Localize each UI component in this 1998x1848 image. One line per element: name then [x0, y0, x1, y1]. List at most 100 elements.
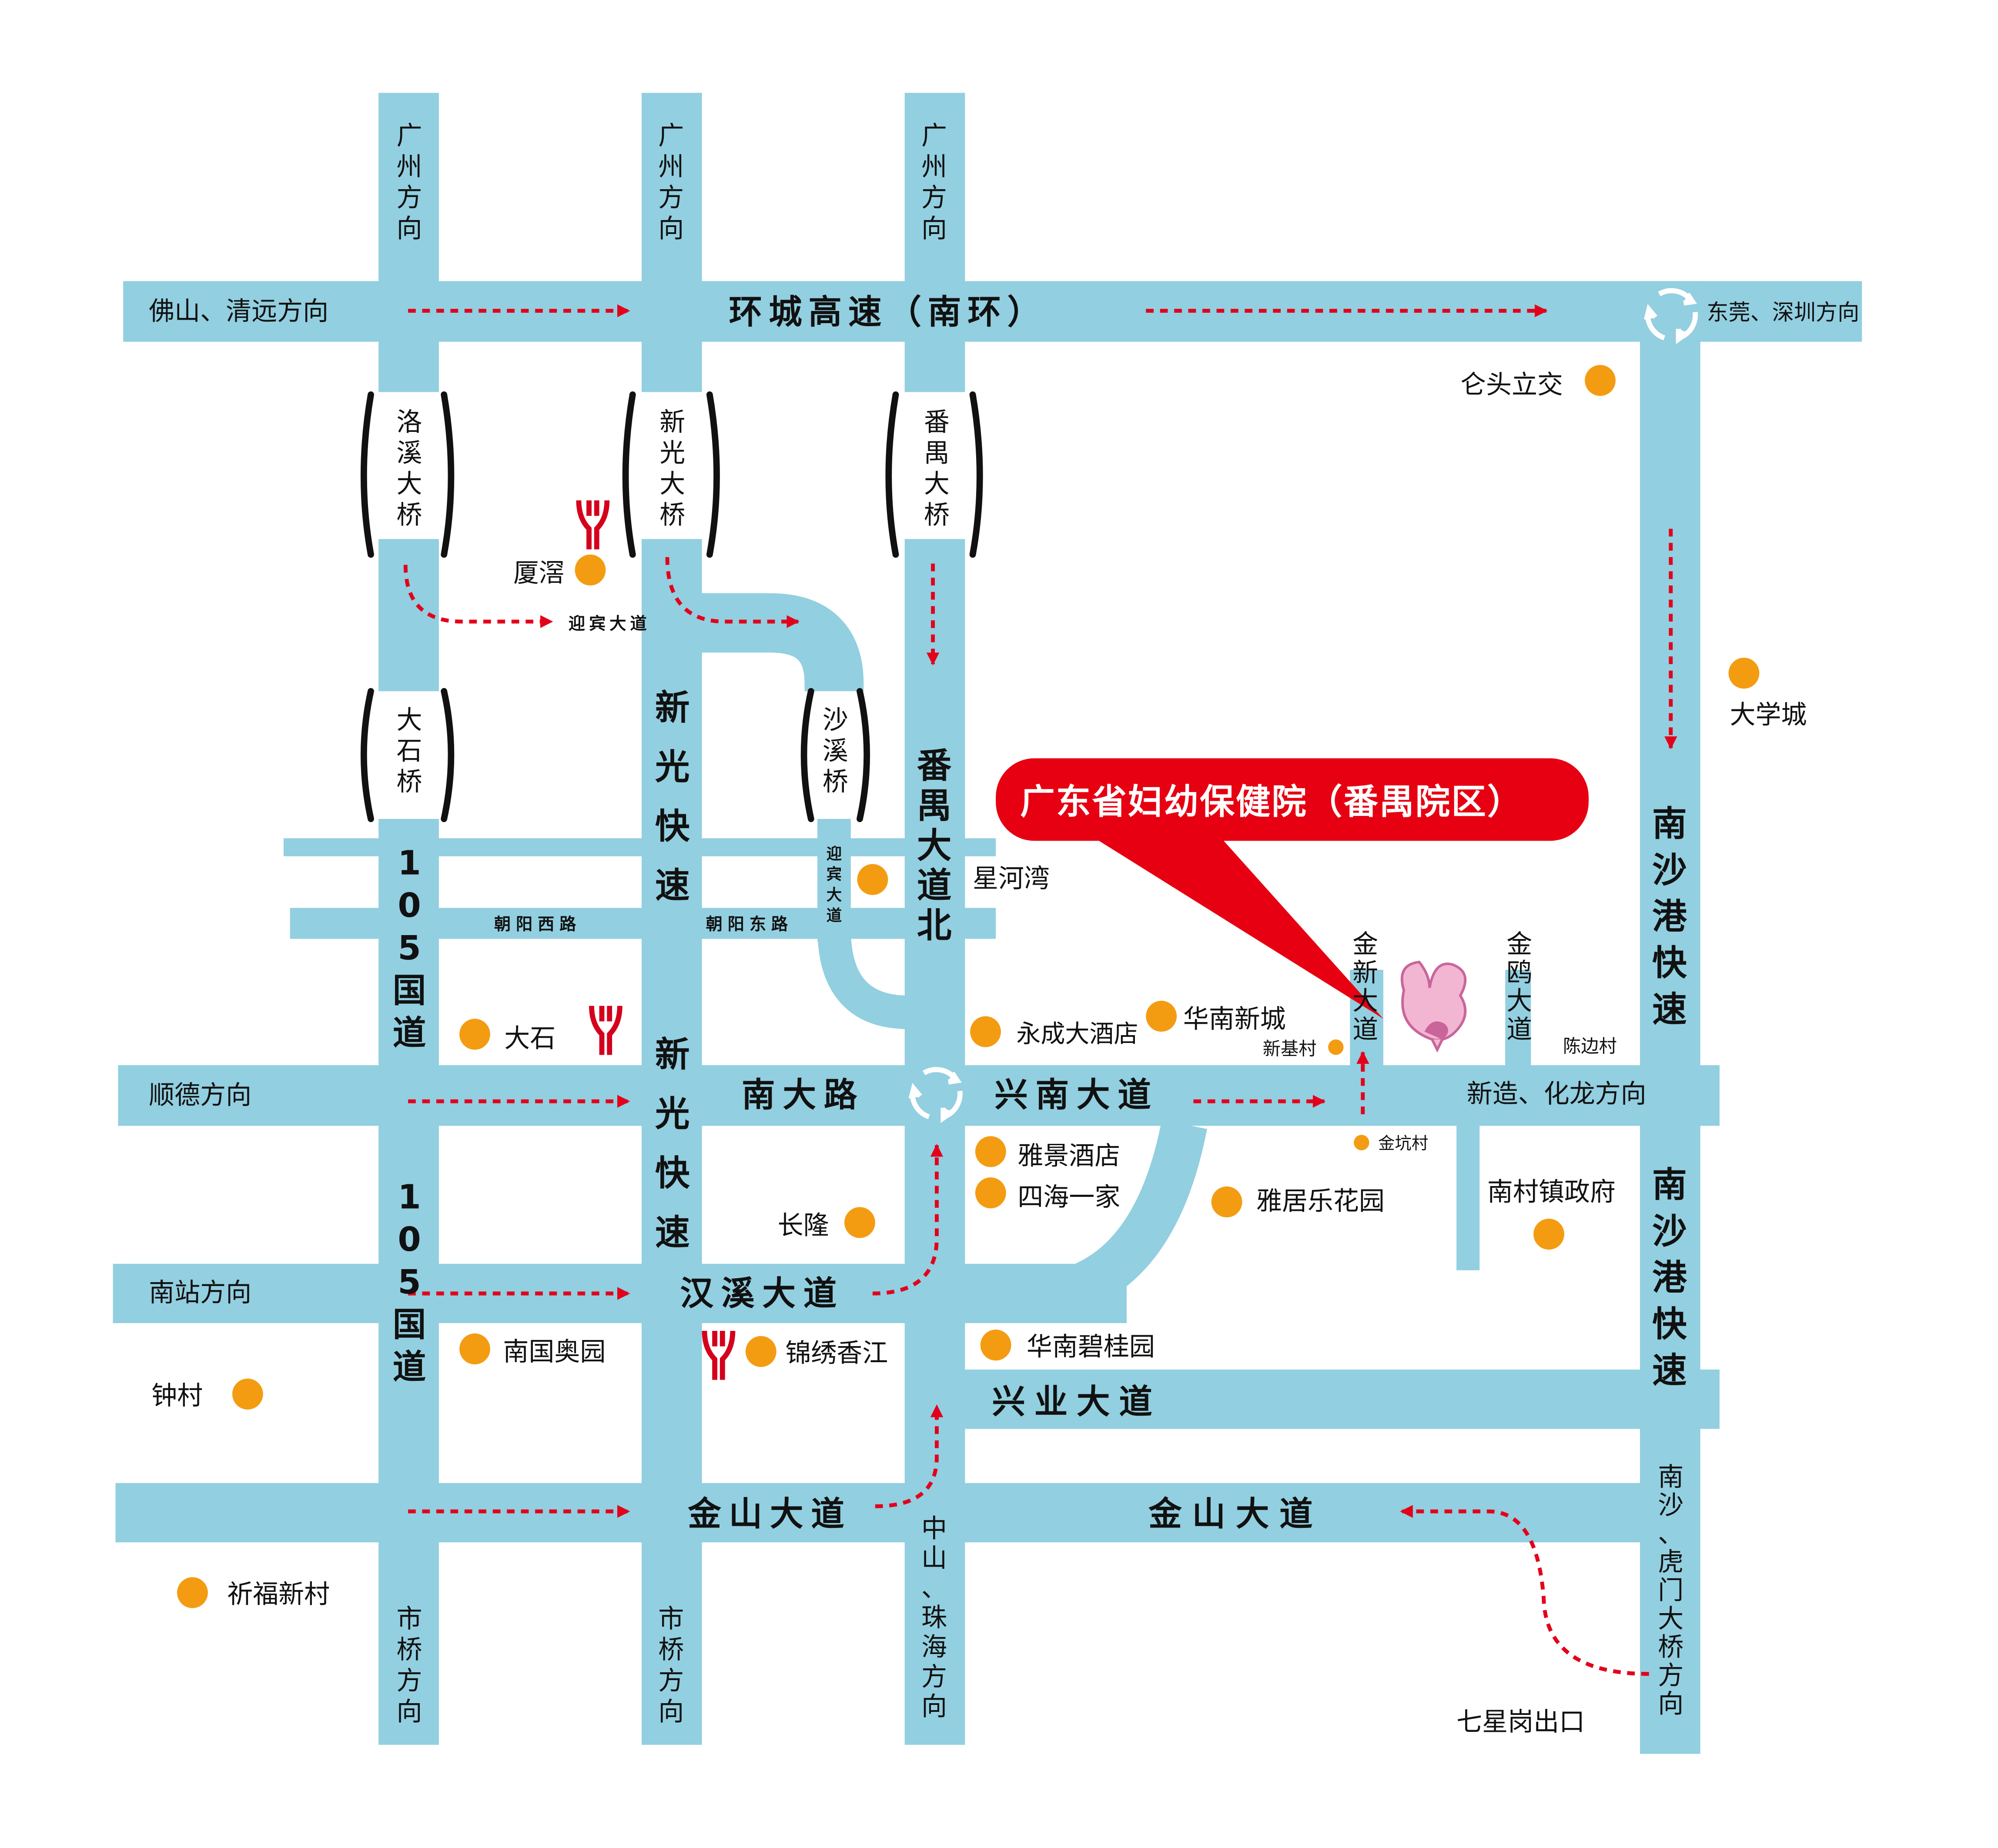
svg-text:方: 方 — [921, 182, 947, 212]
place-label-sihai: 四海一家 — [1017, 1182, 1120, 1212]
svg-text:港: 港 — [1652, 1257, 1687, 1298]
road-jinshan — [115, 1483, 1656, 1543]
svg-text:道: 道 — [917, 866, 952, 906]
road-nancun-branch — [1456, 1122, 1480, 1270]
svg-text:珠: 珠 — [921, 1602, 947, 1632]
road-label-jinshan-west: 金山大道 — [687, 1495, 852, 1534]
direction-label-dongguan: 东莞、深圳方向 — [1707, 299, 1859, 325]
poi-dot-yongcheng — [970, 1016, 1001, 1047]
place-label-jinkengcun: 金坑村 — [1378, 1134, 1428, 1153]
place-label-qixinggang: 七星岗出口 — [1456, 1707, 1585, 1737]
svg-text:海: 海 — [921, 1632, 947, 1662]
svg-text:溪: 溪 — [397, 438, 422, 468]
road-yingbin-lower-curve — [817, 928, 909, 1029]
poi-dot-xinjicun — [1328, 1039, 1344, 1055]
svg-text:番: 番 — [917, 745, 952, 786]
road-xingye — [962, 1369, 1720, 1429]
road-label-chaoyang-west: 朝阳西路 — [494, 915, 582, 934]
arrow-hanxi-up — [872, 1144, 944, 1296]
road-yingbin-vertical — [817, 819, 851, 942]
svg-text:山: 山 — [921, 1543, 947, 1573]
svg-text:溪: 溪 — [823, 735, 848, 765]
svg-text:桥: 桥 — [659, 500, 685, 530]
poi-dots — [177, 365, 1760, 1608]
svg-text:桥: 桥 — [924, 500, 950, 530]
place-label-jinxiu: 锦绣香江 — [785, 1338, 888, 1368]
bracket-dashi-right — [441, 688, 455, 822]
svg-text:向: 向 — [1658, 1689, 1683, 1719]
arrow-qixinggang — [1400, 1505, 1649, 1676]
svg-text:光: 光 — [655, 747, 690, 787]
poi-dot-biguiyuan — [980, 1330, 1011, 1361]
road-label-yingbin: 迎宾大道 — [569, 614, 651, 634]
place-label-yajing: 雅景酒店 — [1017, 1140, 1120, 1170]
place-label-xinjicun: 新基村 — [1263, 1038, 1317, 1059]
place-label-changlong: 长隆 — [778, 1210, 829, 1240]
road-label-xingnan: 兴南大道 — [994, 1076, 1159, 1115]
direction-label-nanzhan: 南站方向 — [149, 1277, 251, 1307]
svg-text:5: 5 — [398, 929, 421, 968]
curved-roads — [702, 593, 1207, 1318]
svg-text:广: 广 — [658, 120, 684, 150]
bridge-brackets — [360, 391, 983, 822]
svg-text:道: 道 — [827, 907, 842, 925]
place-label-huananxincheng: 华南新城 — [1183, 1004, 1286, 1034]
svg-text:金: 金 — [1352, 929, 1378, 959]
metro-icon — [702, 1330, 736, 1380]
svg-text:桥: 桥 — [823, 766, 848, 796]
svg-text:速: 速 — [1652, 989, 1687, 1029]
road-panyu-lower — [904, 539, 965, 1745]
place-label-luntou: 仑头立交 — [1460, 369, 1563, 399]
bracket-xinguang-right — [706, 391, 720, 558]
bracket-panyu-left — [885, 391, 899, 558]
svg-text:沙: 沙 — [1658, 1490, 1683, 1520]
road-label-xingye: 兴业大道 — [992, 1383, 1161, 1422]
svg-text:虎: 虎 — [1658, 1547, 1683, 1577]
bracket-panyu-right — [969, 391, 983, 558]
poi-dot-nanguo — [459, 1333, 490, 1365]
svg-text:、: 、 — [921, 1573, 947, 1603]
svg-text:中: 中 — [921, 1513, 947, 1543]
road-southeast-curve — [1048, 1120, 1207, 1318]
svg-text:道: 道 — [393, 1348, 426, 1387]
place-label-dashi: 大石 — [504, 1023, 556, 1053]
metro-icon — [589, 1006, 622, 1055]
svg-text:大: 大 — [1658, 1604, 1683, 1634]
svg-text:北: 北 — [917, 905, 952, 946]
road-xinguang-lower — [641, 539, 702, 1745]
svg-text:向: 向 — [658, 213, 684, 243]
svg-text:方: 方 — [1658, 1660, 1683, 1690]
svg-text:光: 光 — [655, 1093, 690, 1134]
svg-text:大: 大 — [1506, 986, 1532, 1016]
svg-text:市: 市 — [397, 1604, 422, 1634]
road-network — [113, 93, 1862, 1754]
svg-text:0: 0 — [398, 1220, 421, 1259]
hospital-logo-icon — [1400, 960, 1467, 1053]
poi-dot-yajing — [975, 1136, 1006, 1167]
road-panyu-upper — [904, 93, 965, 392]
direction-label-xinzao: 新造、化龙方向 — [1467, 1079, 1647, 1109]
poi-dot-huananxincheng — [1146, 1000, 1177, 1032]
bracket-dashi-left — [360, 688, 374, 822]
poi-dot-dashi — [459, 1019, 490, 1050]
road-label-hanxi: 汉溪大道 — [680, 1275, 844, 1313]
svg-text:南: 南 — [1652, 1164, 1687, 1205]
svg-text:国: 国 — [393, 1306, 426, 1344]
svg-text:1: 1 — [398, 844, 421, 882]
svg-text:方: 方 — [658, 182, 684, 212]
svg-text:大: 大 — [1352, 986, 1378, 1016]
poi-dot-jinxiu — [745, 1336, 776, 1367]
svg-text:大: 大 — [917, 825, 952, 866]
svg-text:宾: 宾 — [827, 866, 842, 883]
svg-text:大: 大 — [397, 469, 422, 499]
